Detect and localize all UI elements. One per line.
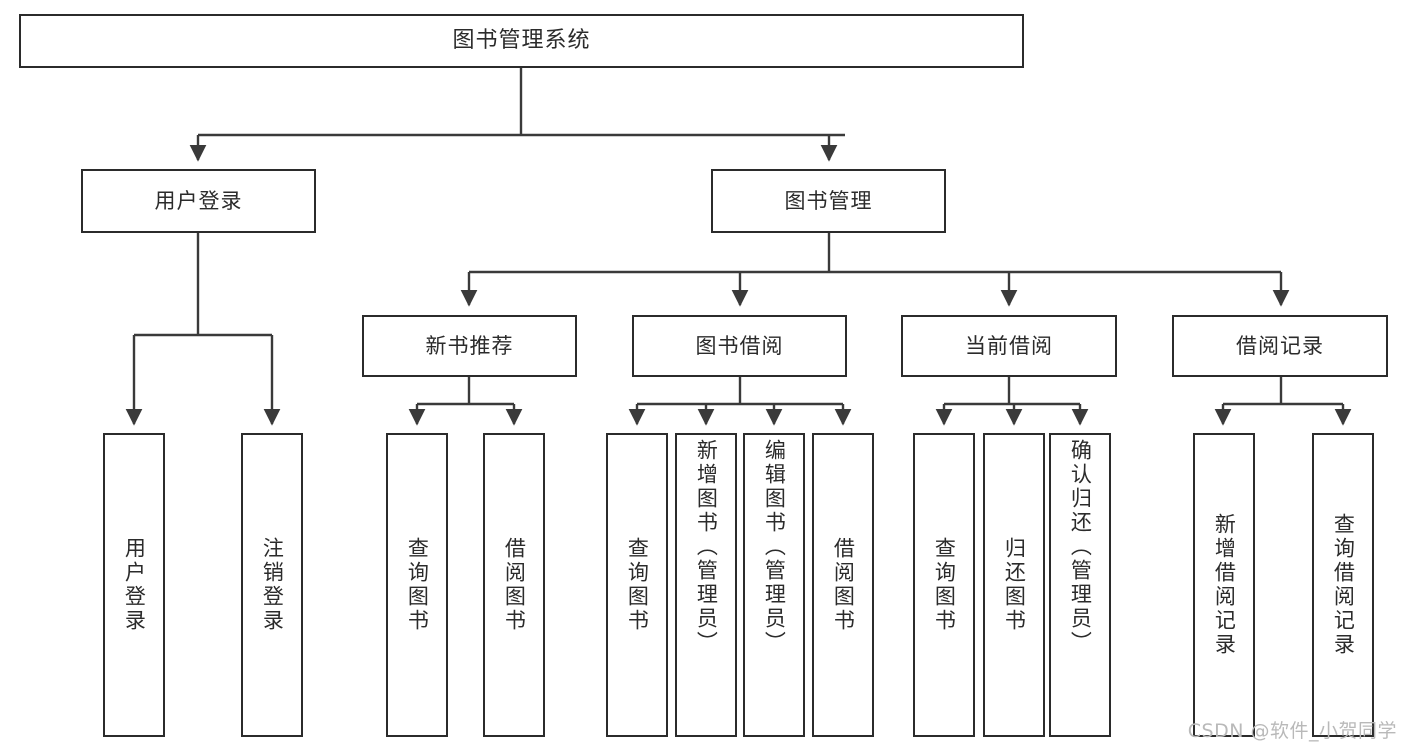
node-user-login[interactable]: 用户登录 — [81, 169, 316, 233]
node-label: 借阅图书 — [502, 537, 527, 633]
node-leaf-return-book[interactable]: 归还图书 — [983, 433, 1045, 737]
node-leaf-add-borrow-record[interactable]: 新增借阅记录 — [1193, 433, 1255, 737]
node-label: 用户登录 — [154, 188, 243, 213]
node-leaf-edit-book[interactable]: 编辑图书（管理员） — [743, 433, 805, 737]
node-label: 确认归还（管理员） — [1068, 439, 1093, 655]
node-label: 编辑图书（管理员） — [762, 439, 787, 655]
node-label: 新书推荐 — [425, 333, 514, 358]
node-label: 注销登录 — [260, 537, 285, 633]
node-borrow-record[interactable]: 借阅记录 — [1172, 315, 1388, 377]
node-leaf-borrow-book-2[interactable]: 借阅图书 — [812, 433, 874, 737]
node-book-management[interactable]: 图书管理 — [711, 169, 946, 233]
node-label: 图书管理 — [784, 188, 873, 213]
node-label: 当前借阅 — [965, 333, 1053, 358]
node-label: 图书借阅 — [695, 333, 784, 358]
node-label: 新增图书（管理员） — [694, 439, 719, 655]
node-leaf-add-book[interactable]: 新增图书（管理员） — [675, 433, 737, 737]
node-label: 借阅记录 — [1236, 333, 1324, 358]
node-label: 归还图书 — [1002, 537, 1027, 633]
node-current-borrow[interactable]: 当前借阅 — [901, 315, 1117, 377]
node-leaf-logout-login[interactable]: 注销登录 — [241, 433, 303, 737]
node-leaf-query-book-1[interactable]: 查询图书 — [386, 433, 448, 737]
node-label: 查询图书 — [405, 537, 430, 633]
node-new-book-recommend[interactable]: 新书推荐 — [362, 315, 577, 377]
node-label: 查询图书 — [932, 537, 957, 633]
node-label: 查询图书 — [625, 537, 650, 633]
node-root-system[interactable]: 图书管理系统 — [19, 14, 1024, 68]
node-book-borrow[interactable]: 图书借阅 — [632, 315, 847, 377]
node-label: 用户登录 — [122, 537, 147, 633]
node-label: 查询借阅记录 — [1331, 513, 1356, 657]
node-label: 新增借阅记录 — [1212, 513, 1237, 657]
node-label: 借阅图书 — [831, 537, 856, 633]
node-leaf-confirm-return[interactable]: 确认归还（管理员） — [1049, 433, 1111, 737]
node-leaf-user-login[interactable]: 用户登录 — [103, 433, 165, 737]
node-leaf-borrow-book-1[interactable]: 借阅图书 — [483, 433, 545, 737]
node-leaf-query-borrow-record[interactable]: 查询借阅记录 — [1312, 433, 1374, 737]
node-leaf-query-book-3[interactable]: 查询图书 — [913, 433, 975, 737]
csdn-watermark: CSDN @软件_小贺同学 — [1187, 720, 1397, 742]
node-leaf-query-book-2[interactable]: 查询图书 — [606, 433, 668, 737]
node-label: 图书管理系统 — [452, 28, 591, 54]
